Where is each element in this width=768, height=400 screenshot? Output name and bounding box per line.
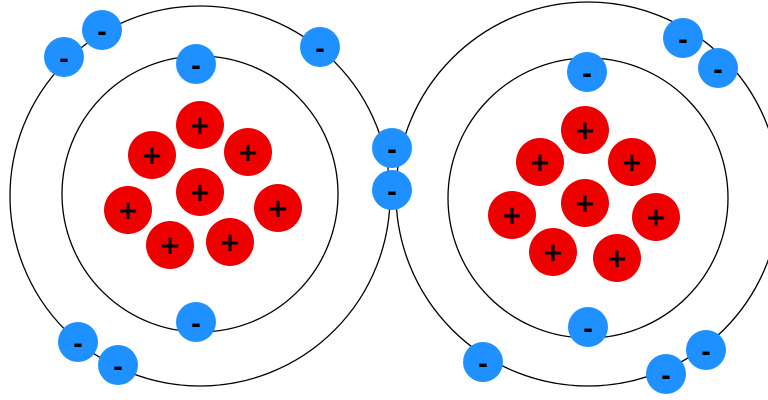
right-atom-electron-4 [568,307,608,347]
right-atom-electron-2 [663,18,703,58]
shared-electron-2 [372,170,412,210]
right-atom-proton-3 [608,138,656,186]
left-atom-proton-1 [176,101,224,149]
left-atom-electron-5 [176,302,216,342]
left-atom-proton-5 [176,168,224,216]
right-atom-proton-5 [561,179,609,227]
left-atom-proton-4 [104,186,152,234]
left-atom-electron-4 [300,27,340,67]
right-atom-proton-2 [516,138,564,186]
right-atom-proton-4 [488,191,536,239]
right-atom-proton-8 [593,234,641,282]
left-atom-electron-1 [82,10,122,50]
right-atom-electron-5 [463,342,503,382]
right-atom-electron-6 [686,330,726,370]
left-atom-proton-3 [224,128,272,176]
left-atom-proton-7 [146,221,194,269]
right-atom-electron-7 [646,354,686,394]
right-atom-electron-1 [567,52,607,92]
right-atom-electron-3 [698,48,738,88]
left-atom-electron-3 [176,44,216,84]
right-atom-proton-6 [632,193,680,241]
left-atom-proton-8 [206,218,254,266]
shared-electron-1 [372,128,412,168]
left-atom-electron-7 [98,345,138,385]
right-atom-proton-1 [561,106,609,154]
left-atom-proton-2 [128,131,176,179]
left-atom-proton-6 [254,184,302,232]
left-atom-electron-6 [58,322,98,362]
left-atom-electron-2 [44,37,84,77]
right-atom-proton-7 [529,228,577,276]
